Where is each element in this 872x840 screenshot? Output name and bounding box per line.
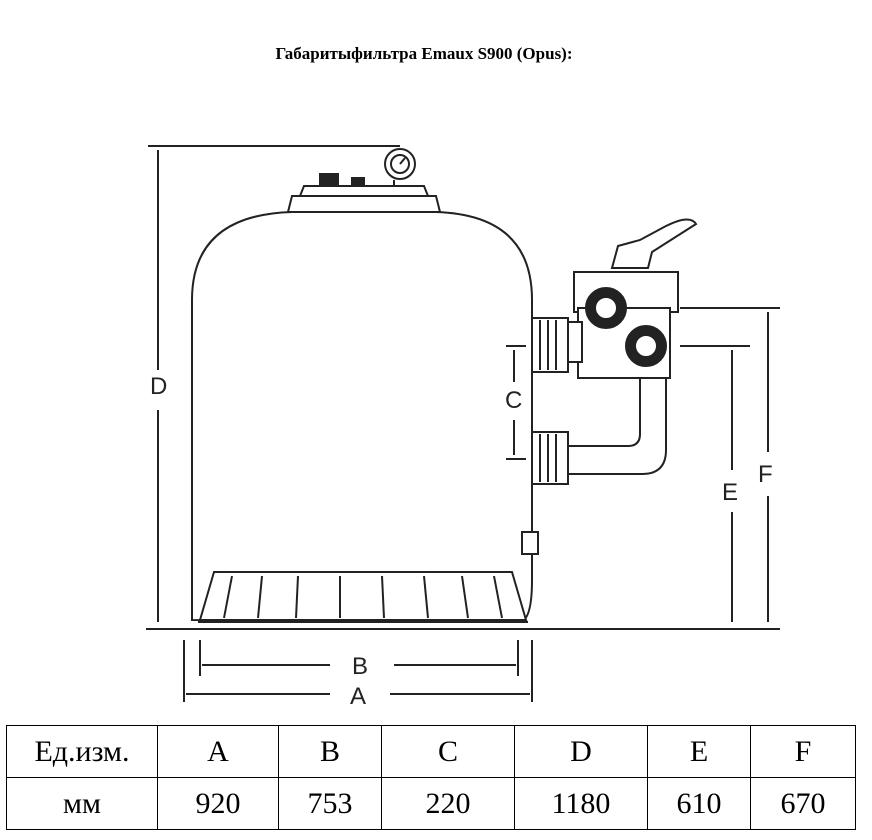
- dim-label-c: C: [505, 387, 522, 414]
- table-row: мм 920 753 220 1180 610 670: [6, 777, 856, 830]
- lid-clip: [351, 177, 365, 187]
- base-rib: [257, 575, 263, 619]
- page-title: Габаритыфильтра Emaux S900 (Opus):: [275, 44, 573, 63]
- return-pipe-outer: [568, 378, 667, 475]
- dim-label-f: F: [758, 461, 773, 488]
- pressure-gauge-dial: [390, 154, 410, 174]
- table-header-cell: A: [157, 725, 279, 778]
- lower-side-port: [531, 431, 569, 485]
- table-cell: 220: [381, 777, 515, 830]
- base-rib: [295, 575, 299, 619]
- valve-handle: [610, 218, 698, 269]
- table-header-row: Ед.изм. A B C D E F: [6, 725, 856, 778]
- base-rib: [493, 575, 503, 619]
- dimensions-table: Ед.изм. A B C D E F мм 920 753 220 1180 …: [6, 725, 856, 830]
- pressure-gauge-needle: [399, 157, 406, 165]
- table-cell: 920: [157, 777, 279, 830]
- table-header-cell: Ед.изм.: [6, 725, 158, 778]
- filter-tank: [191, 211, 533, 624]
- dim-label-b: B: [352, 653, 368, 680]
- lid-top-ring: [298, 185, 430, 197]
- table-header-cell: D: [514, 725, 648, 778]
- dim-label-a: A: [350, 683, 366, 710]
- table-cell: 1180: [514, 777, 648, 830]
- valve-port-inner-side: [634, 334, 658, 358]
- table-cell: 753: [278, 777, 382, 830]
- dim-label-e: E: [722, 479, 738, 506]
- dim-label-d: D: [150, 373, 167, 400]
- base-rib: [381, 575, 385, 619]
- table-cell: мм: [6, 777, 158, 830]
- base-rib: [223, 575, 233, 619]
- upper-side-port: [531, 317, 569, 373]
- table-header-cell: F: [750, 725, 856, 778]
- valve-connector: [567, 321, 583, 363]
- table-header-cell: E: [647, 725, 751, 778]
- table-cell: 670: [750, 777, 856, 830]
- filter-dimension-diagram: D C E F B A: [146, 145, 780, 710]
- base-rib: [423, 575, 429, 619]
- drain-plug: [521, 531, 539, 555]
- filter-lid: [286, 195, 442, 213]
- base-rib: [461, 575, 469, 619]
- table-header-cell: B: [278, 725, 382, 778]
- valve-port-inner-top: [594, 296, 618, 320]
- lid-knob: [319, 173, 339, 187]
- filter-base: [198, 571, 528, 621]
- table-header-cell: C: [381, 725, 515, 778]
- return-pipe-inner: [568, 378, 641, 447]
- table-cell: 610: [647, 777, 751, 830]
